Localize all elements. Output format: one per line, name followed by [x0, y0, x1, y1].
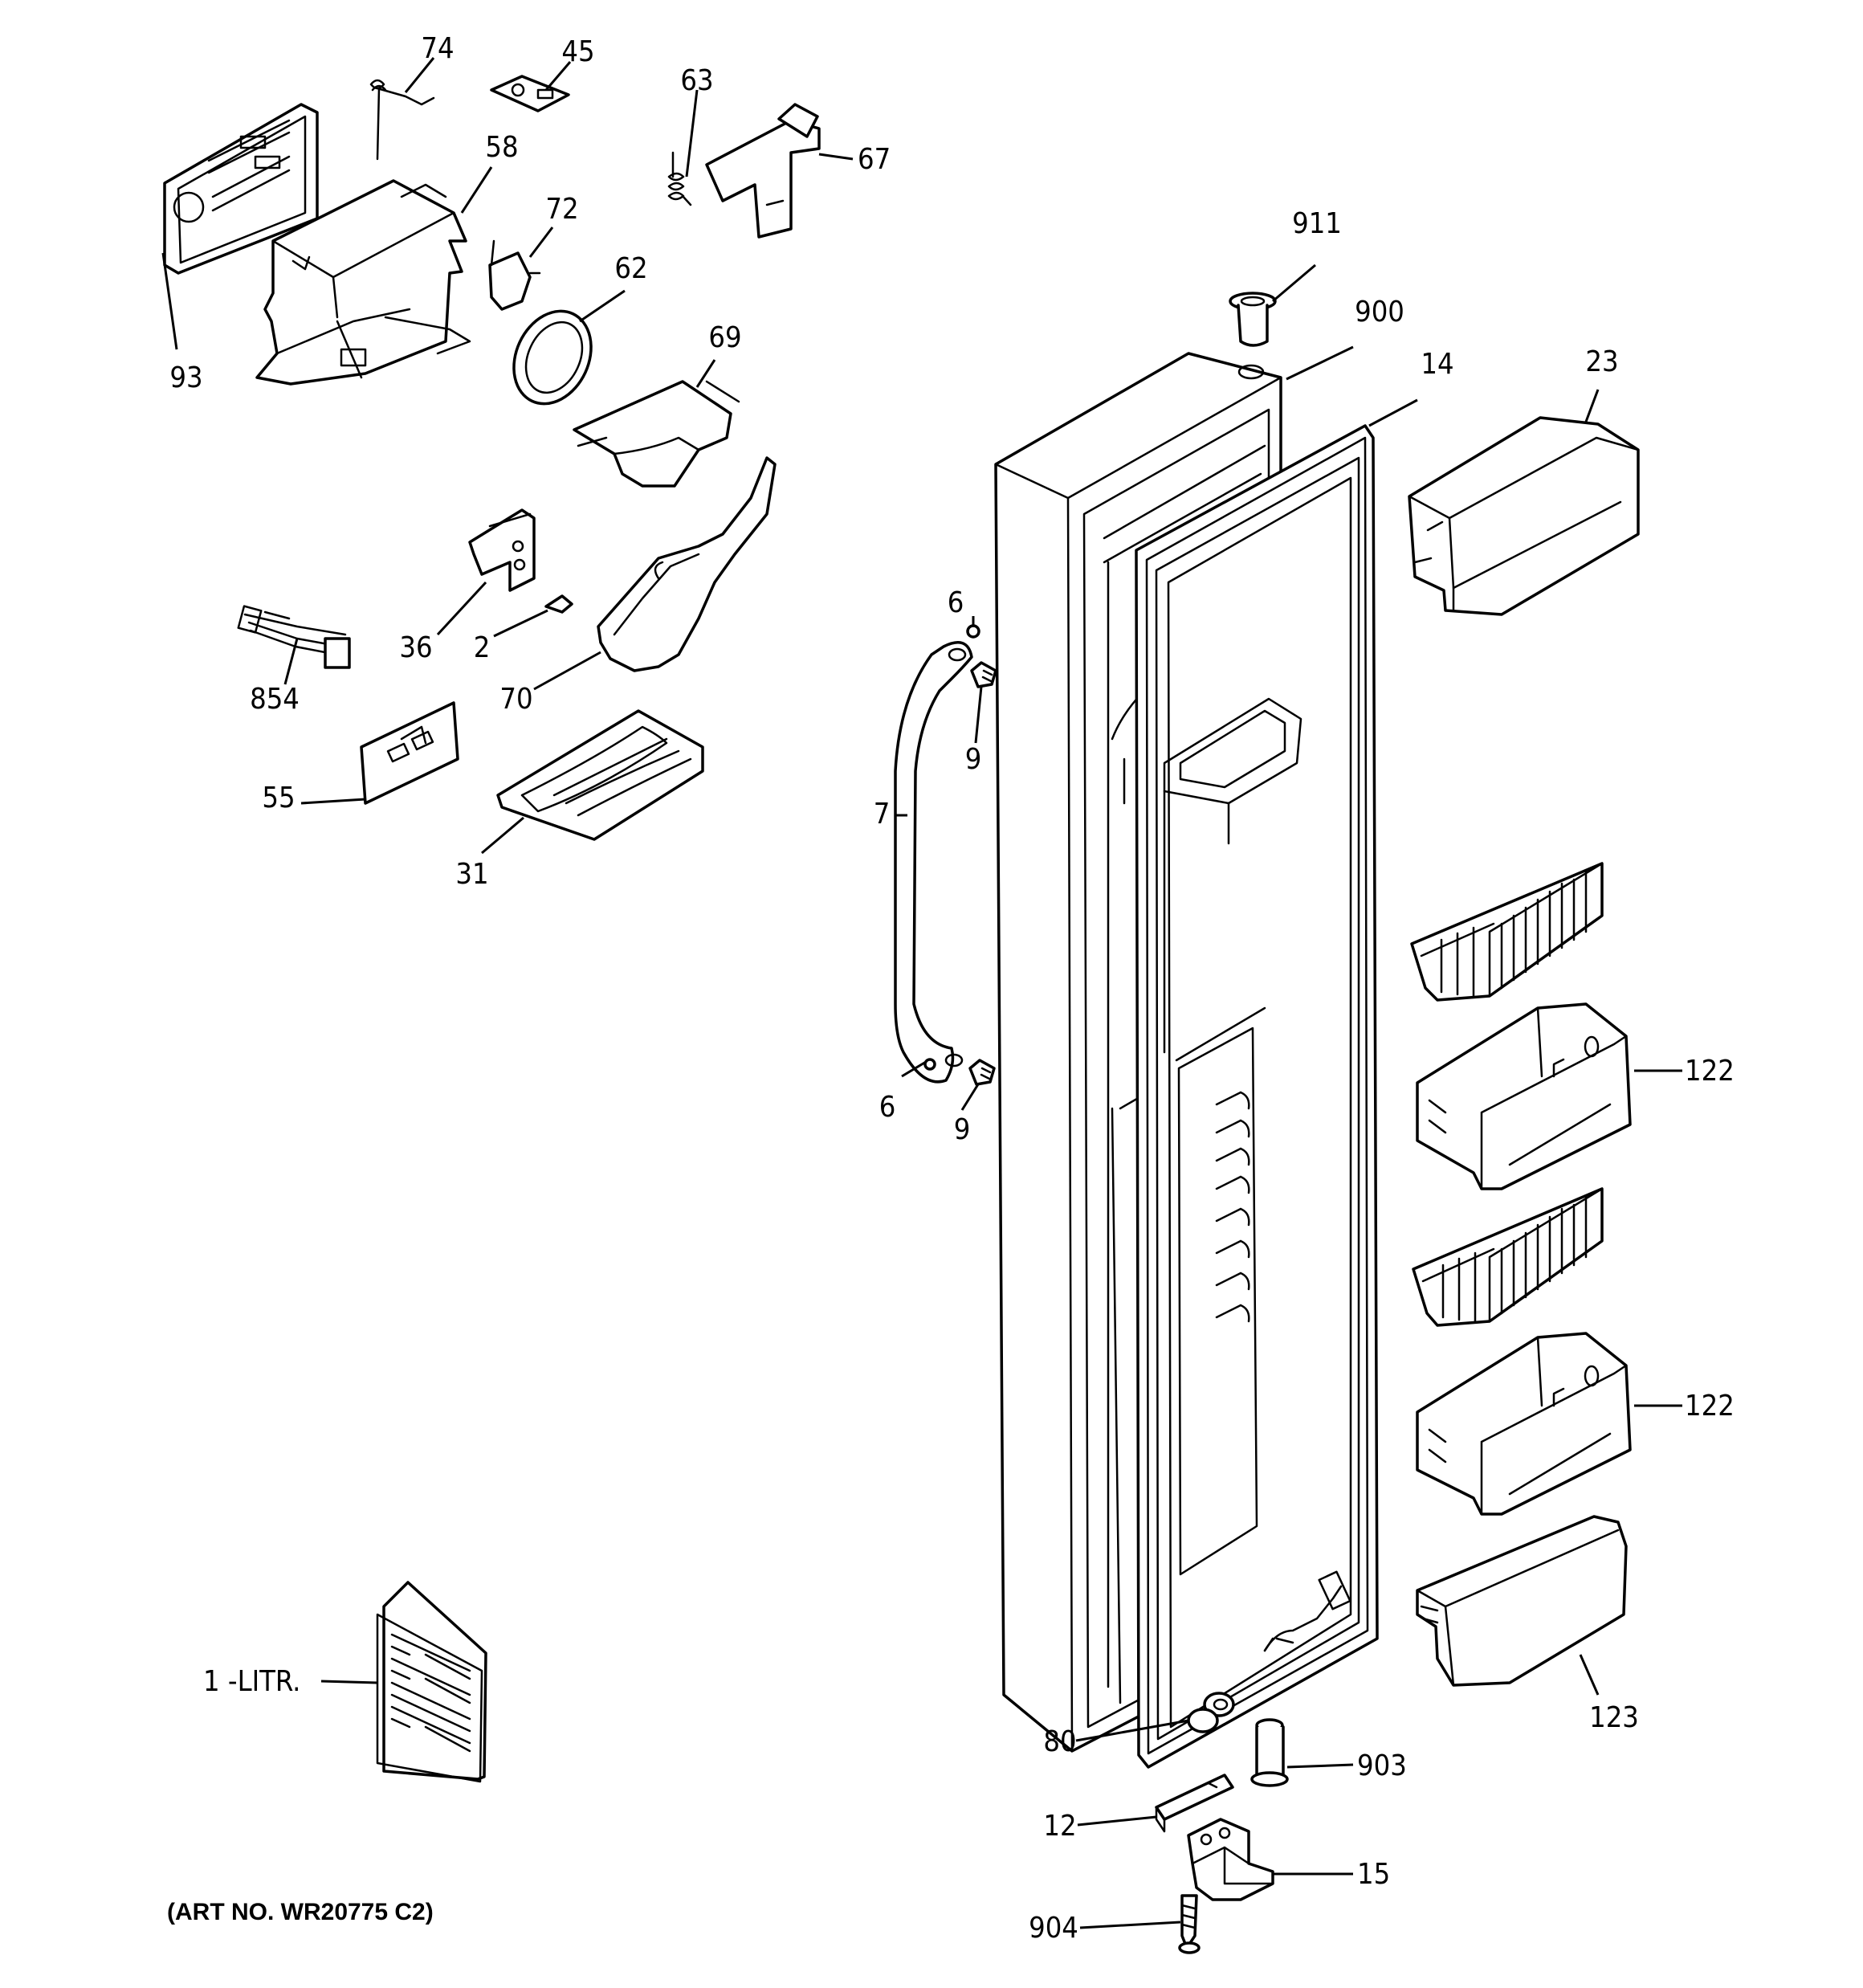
callout-9-top: 9: [965, 743, 982, 776]
callout-80: 80: [1043, 1725, 1076, 1758]
callout-72: 72: [545, 193, 578, 226]
part-854-wire-harness: [237, 605, 351, 669]
callout-122-lower: 122: [1685, 1390, 1735, 1423]
callout-911: 911: [1292, 207, 1342, 240]
leader-lines: [161, 57, 1682, 1929]
callout-63: 63: [680, 64, 713, 97]
callout-55: 55: [262, 782, 295, 814]
part-74-spring: [369, 79, 435, 161]
part-123-bin: [1416, 1515, 1628, 1687]
part-55-panel: [360, 701, 459, 805]
part-12-shim: [1155, 1774, 1234, 1833]
part-45-bracket: [490, 75, 570, 112]
callout-6-top: 6: [948, 586, 964, 619]
callout-7: 7: [874, 798, 891, 831]
wire-basket-lower: [1412, 1187, 1604, 1327]
callout-93: 93: [169, 361, 202, 394]
callout-12: 12: [1043, 1810, 1076, 1843]
callout-74: 74: [421, 32, 454, 65]
part-72-switch: [488, 239, 541, 311]
callout-6-bottom: 6: [879, 1091, 896, 1124]
part-6-screw-bottom: [923, 1058, 936, 1071]
callout-2: 2: [474, 631, 491, 664]
part-15-hinge: [1187, 1818, 1274, 1901]
callout-45: 45: [561, 35, 594, 68]
part-9-stud-top: [970, 661, 997, 688]
callout-14: 14: [1421, 348, 1453, 381]
door-shelf-lugs: [1215, 1091, 1250, 1323]
callout-900: 900: [1355, 296, 1404, 329]
part-1-literature: [376, 1581, 487, 1783]
part-31-drip-tray: [496, 709, 704, 841]
part-70-chute: [597, 456, 777, 672]
part-67-lever: [705, 103, 821, 239]
callout-903: 903: [1357, 1749, 1407, 1782]
callout-123: 123: [1589, 1701, 1639, 1734]
door-wire-connector: [1263, 1570, 1351, 1652]
part-904-screw: [1178, 1894, 1201, 1954]
callout-62: 62: [614, 252, 647, 285]
callout-904: 904: [1029, 1912, 1078, 1945]
callout-23: 23: [1585, 345, 1618, 378]
callout-58: 58: [485, 131, 518, 164]
part-58-dispenser-housing: [255, 179, 471, 386]
wire-basket-upper: [1410, 862, 1604, 1002]
callout-854: 854: [250, 683, 300, 716]
part-903-bushing: [1250, 1718, 1289, 1787]
part-69-funnel: [573, 380, 740, 488]
callout-9-bottom: 9: [954, 1113, 971, 1146]
part-62-ring: [512, 309, 593, 406]
callout-1-litr: 1 -LITR.: [203, 1665, 300, 1698]
part-23-bin: [1408, 416, 1640, 616]
callout-67: 67: [858, 143, 891, 176]
callout-labels: 74 45 63 67 58 72 62 93 69 36 2 854 70 5…: [167, 32, 1735, 1945]
callout-70: 70: [499, 683, 532, 716]
part-122-shelf-lower: [1416, 1332, 1632, 1516]
door-dispenser-recess: [1163, 697, 1302, 1576]
art-number: (ART NO. WR20775 C2): [167, 1899, 434, 1925]
part-63-spring: [667, 151, 692, 206]
part-6-screw-top: [966, 624, 980, 639]
callout-122-upper: 122: [1685, 1055, 1735, 1088]
part-9-stud-bottom: [968, 1059, 996, 1086]
callout-36: 36: [399, 631, 432, 664]
part-2-screw: [544, 594, 573, 614]
part-7-handle: [894, 641, 973, 1084]
part-36-bracket: [468, 508, 536, 592]
callout-31: 31: [455, 858, 488, 891]
callout-15: 15: [1357, 1858, 1390, 1891]
part-14-gasket: [1135, 424, 1379, 1769]
part-911-bushing: [1229, 292, 1277, 347]
part-122-shelf-upper: [1416, 1002, 1632, 1190]
callout-69: 69: [708, 321, 741, 354]
